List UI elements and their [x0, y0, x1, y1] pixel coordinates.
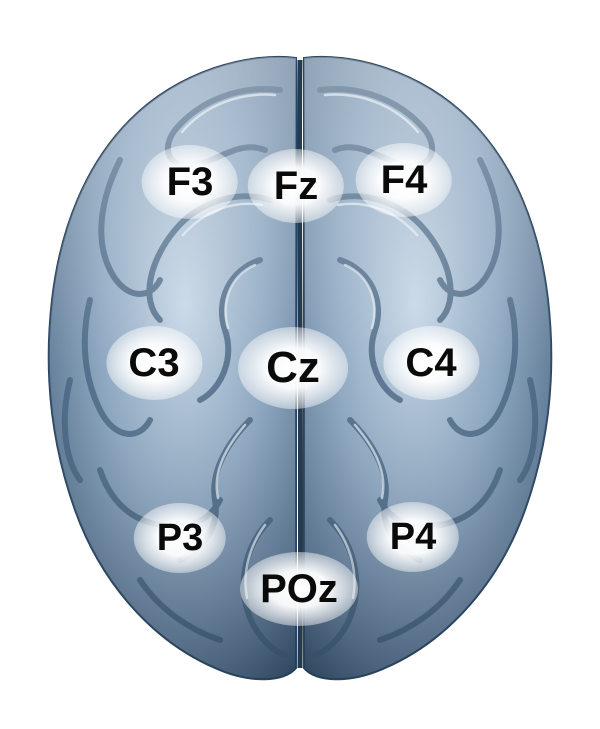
electrode-label: POz — [260, 567, 338, 611]
electrode-label: P3 — [156, 517, 204, 559]
electrode-label: Fz — [273, 164, 319, 208]
electrode-poz: POz — [239, 552, 358, 626]
electrode-c4: C4 — [382, 326, 479, 400]
electrode-label: C4 — [405, 341, 457, 385]
electrode-f3: F3 — [142, 145, 238, 219]
electrode-p4: P4 — [366, 502, 459, 572]
electrode-label: F3 — [166, 160, 214, 204]
electrode-fz: Fz — [248, 149, 344, 223]
electrode-label: Cz — [266, 343, 320, 392]
electrode-f4: F4 — [356, 143, 452, 217]
electrode-p3: P3 — [133, 503, 226, 573]
electrode-label: F4 — [380, 158, 428, 202]
electrode-label: C3 — [128, 341, 180, 385]
electrode-cz: Cz — [238, 327, 348, 409]
electrode-label: P4 — [389, 516, 437, 558]
electrode-c3: C3 — [105, 326, 202, 400]
